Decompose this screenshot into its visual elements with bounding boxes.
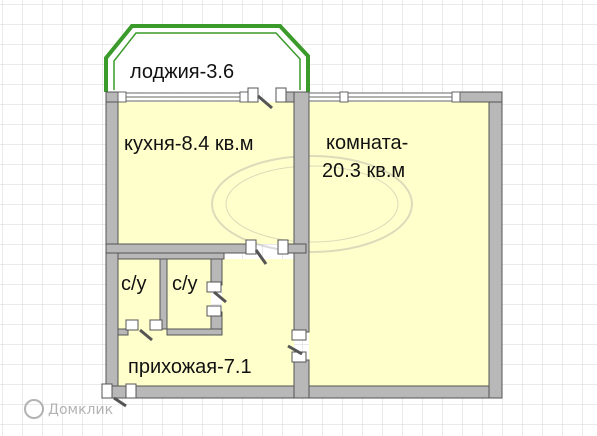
- bathroom-1-label: с/у: [121, 273, 147, 295]
- wall-top-left: [105, 91, 119, 103]
- room-label-line2: 20.3 кв.м: [322, 160, 405, 182]
- wall-kitchen-room: [293, 91, 310, 333]
- door-room: [287, 329, 307, 363]
- wall-kitchen-bottom-right: [285, 243, 307, 254]
- wall-hall-room-lower: [293, 359, 310, 399]
- loggia-inner-line: [113, 32, 301, 90]
- wall-bath1-bottom: [117, 328, 129, 336]
- door-kitchen: [245, 239, 289, 265]
- loggia: [104, 24, 310, 92]
- doors: [101, 87, 307, 408]
- door-bath-1: [125, 319, 163, 342]
- hallway-area-upper: [222, 259, 294, 331]
- wall-top-right: [455, 91, 503, 103]
- loggia-outline: [104, 24, 310, 92]
- kitchen-area: [118, 102, 294, 244]
- living-room-area: [309, 102, 489, 386]
- watermark-ring-inner: [225, 165, 399, 243]
- bathroom-2-area: [167, 259, 211, 329]
- brand-watermark: Домклик: [24, 399, 113, 419]
- door-entrance: [101, 383, 137, 408]
- wall-right: [488, 91, 503, 399]
- room-label-line1: комната-: [326, 132, 408, 154]
- window-room: [308, 91, 461, 103]
- door-balcony: [247, 87, 287, 110]
- kitchen-label: кухня-8.4 кв.м: [124, 133, 254, 155]
- windows: [117, 91, 461, 103]
- wall-bath2-bottom: [166, 328, 223, 336]
- window-kitchen: [117, 91, 249, 103]
- wall-bath2-right: [210, 258, 223, 286]
- watermark-ring: [211, 155, 413, 253]
- walls: [105, 91, 503, 399]
- wall-kitchen-bottom-left: [105, 243, 249, 254]
- door-bath-2: [206, 281, 227, 317]
- loggia-label: лоджия-3.6: [130, 61, 234, 83]
- brand-name: Домклик: [48, 402, 113, 418]
- watermark: [211, 155, 413, 253]
- room-fills: [118, 102, 489, 386]
- hallway-area: [118, 329, 294, 386]
- bathroom-2-label: с/у: [172, 273, 198, 295]
- bathroom-1-area: [118, 259, 160, 329]
- wall-bath-top: [117, 252, 225, 260]
- brand-logo-icon: [24, 399, 44, 419]
- hallway-label: прихожая-7.1: [128, 356, 252, 378]
- wall-bath-divider: [159, 258, 168, 330]
